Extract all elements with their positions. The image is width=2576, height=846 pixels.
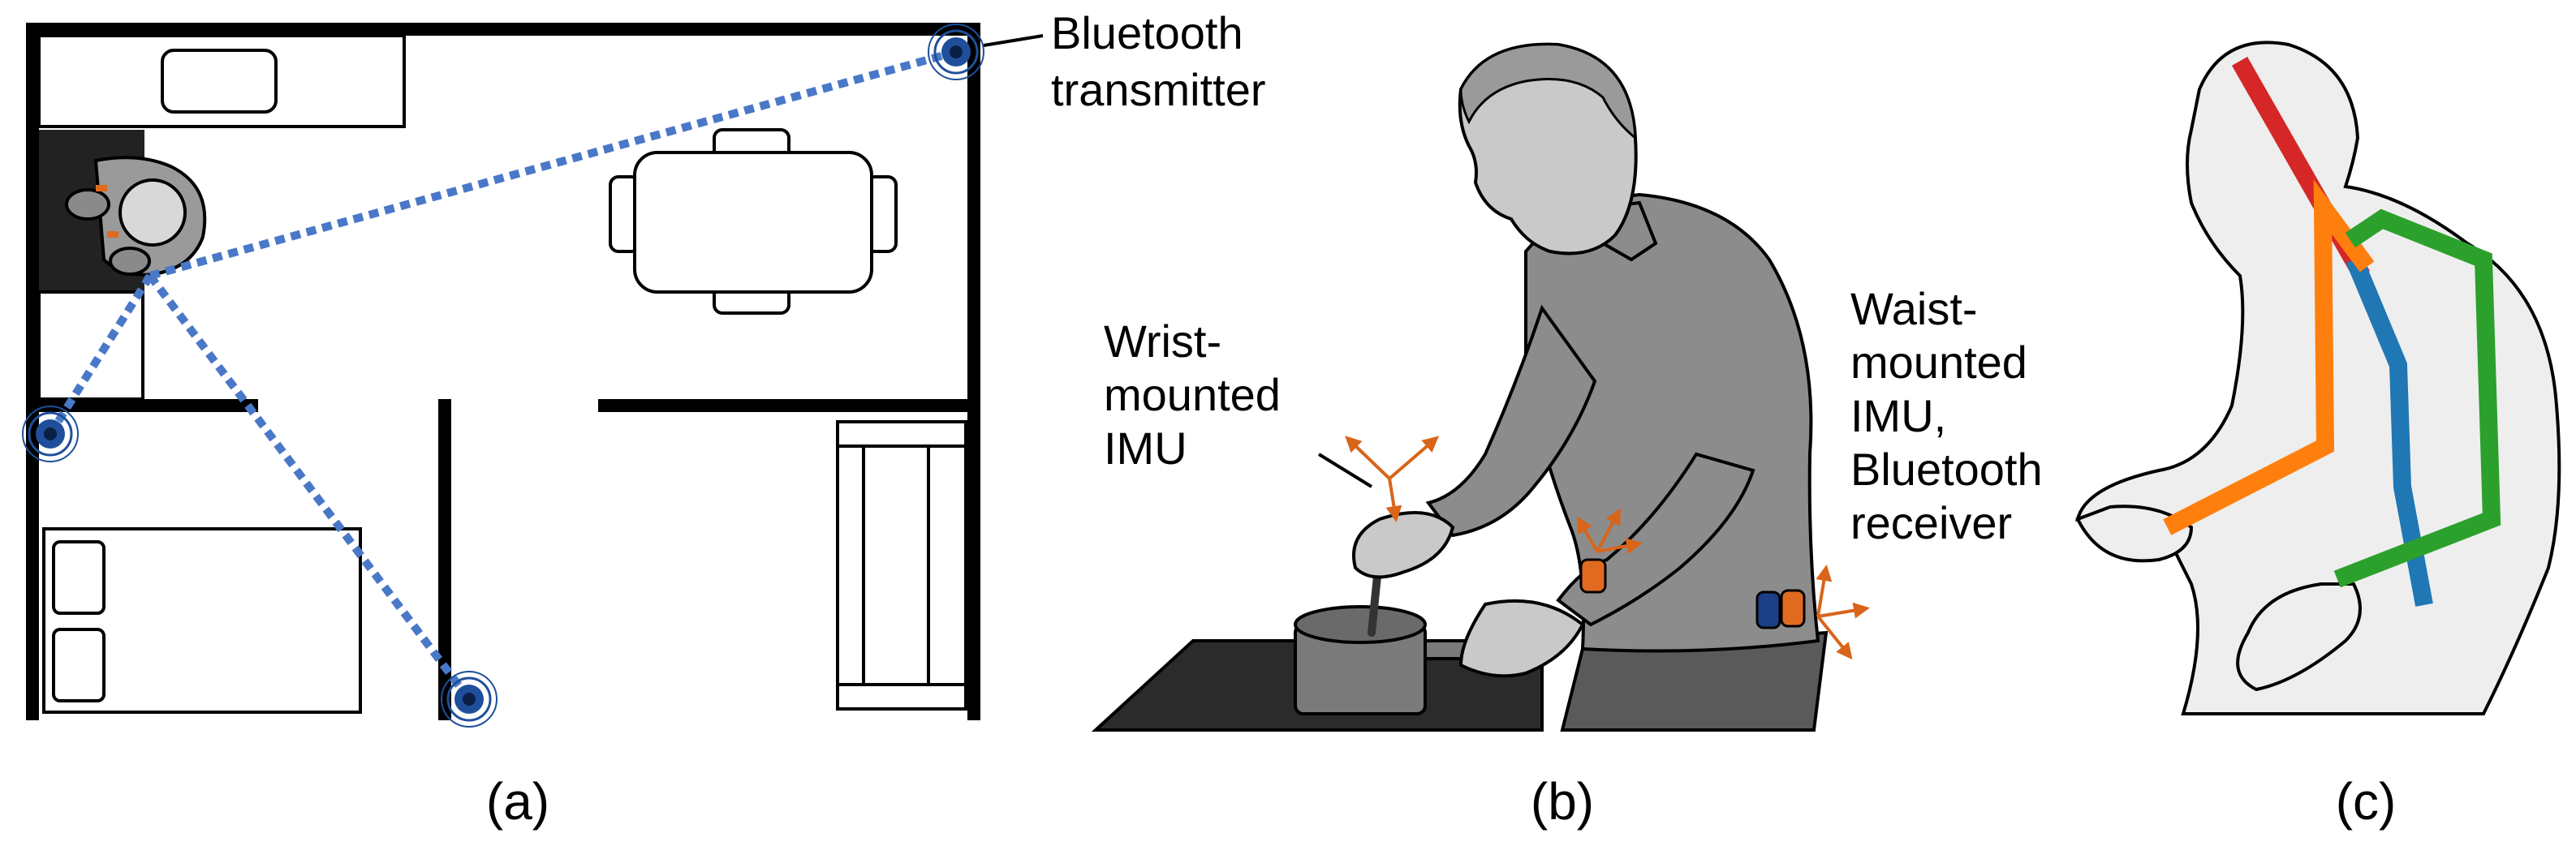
panel-c-skeleton-overlay: (c)	[2075, 41, 2561, 831]
hand-on-handle	[1458, 599, 1585, 678]
waist-imu-axes	[1816, 565, 1870, 660]
beacon-icon	[928, 24, 984, 80]
hand-left	[2075, 505, 2194, 563]
caption-b: (b)	[1531, 772, 1594, 831]
signal-paths	[46, 48, 958, 702]
hand-right	[2236, 582, 2362, 692]
skeleton-lines	[2163, 56, 2501, 607]
waist-label-line4: Bluetooth	[1850, 444, 2043, 495]
pot	[1294, 548, 1524, 715]
torso	[1524, 192, 1820, 653]
beacon-icon	[22, 406, 79, 462]
wrist-imu-sensor	[1579, 558, 1607, 594]
caption-a: (a)	[486, 772, 549, 831]
person-top-view	[65, 156, 207, 277]
near-arm	[1425, 304, 1597, 538]
waist-label-line2: mounted	[1850, 337, 2027, 388]
walls	[26, 23, 980, 720]
hair	[1459, 43, 1637, 141]
sofa	[836, 420, 967, 711]
waist-label-line1: Waist-	[1850, 283, 1978, 334]
dining-table	[609, 128, 898, 315]
hand-stirring	[1352, 511, 1455, 579]
wrist-label-line1: Wrist-	[1104, 316, 1221, 367]
wrist-imu-axes	[1345, 436, 1643, 554]
bed	[42, 527, 362, 714]
sink	[161, 49, 278, 114]
far-arm	[1556, 452, 1755, 627]
waist-imu-sensor-orange	[1780, 589, 1806, 628]
beacon-icon	[441, 671, 498, 728]
caption-c: (c)	[2336, 772, 2397, 831]
wrist-label-line3: IMU	[1104, 423, 1187, 474]
transmitter-label-line2: transmitter	[1051, 64, 1266, 115]
transmitter-leader-line	[983, 34, 1044, 47]
waist-label-line5: receiver	[1850, 497, 2012, 548]
wrist-label-line2: mounted	[1104, 369, 1281, 420]
waist-imu-sensor	[1755, 590, 1781, 629]
panel-b-cooking-illustration: Wrist- mounted IMU Waist- mounted IMU, B…	[1091, 42, 2043, 831]
panel-a-floor-plan: Bluetooth transmitter (a)	[22, 7, 1266, 831]
wrist-leader-line	[1317, 453, 1373, 488]
transmitter-label-line1: Bluetooth	[1051, 7, 1243, 58]
waist-label-line3: IMU,	[1850, 390, 1946, 441]
